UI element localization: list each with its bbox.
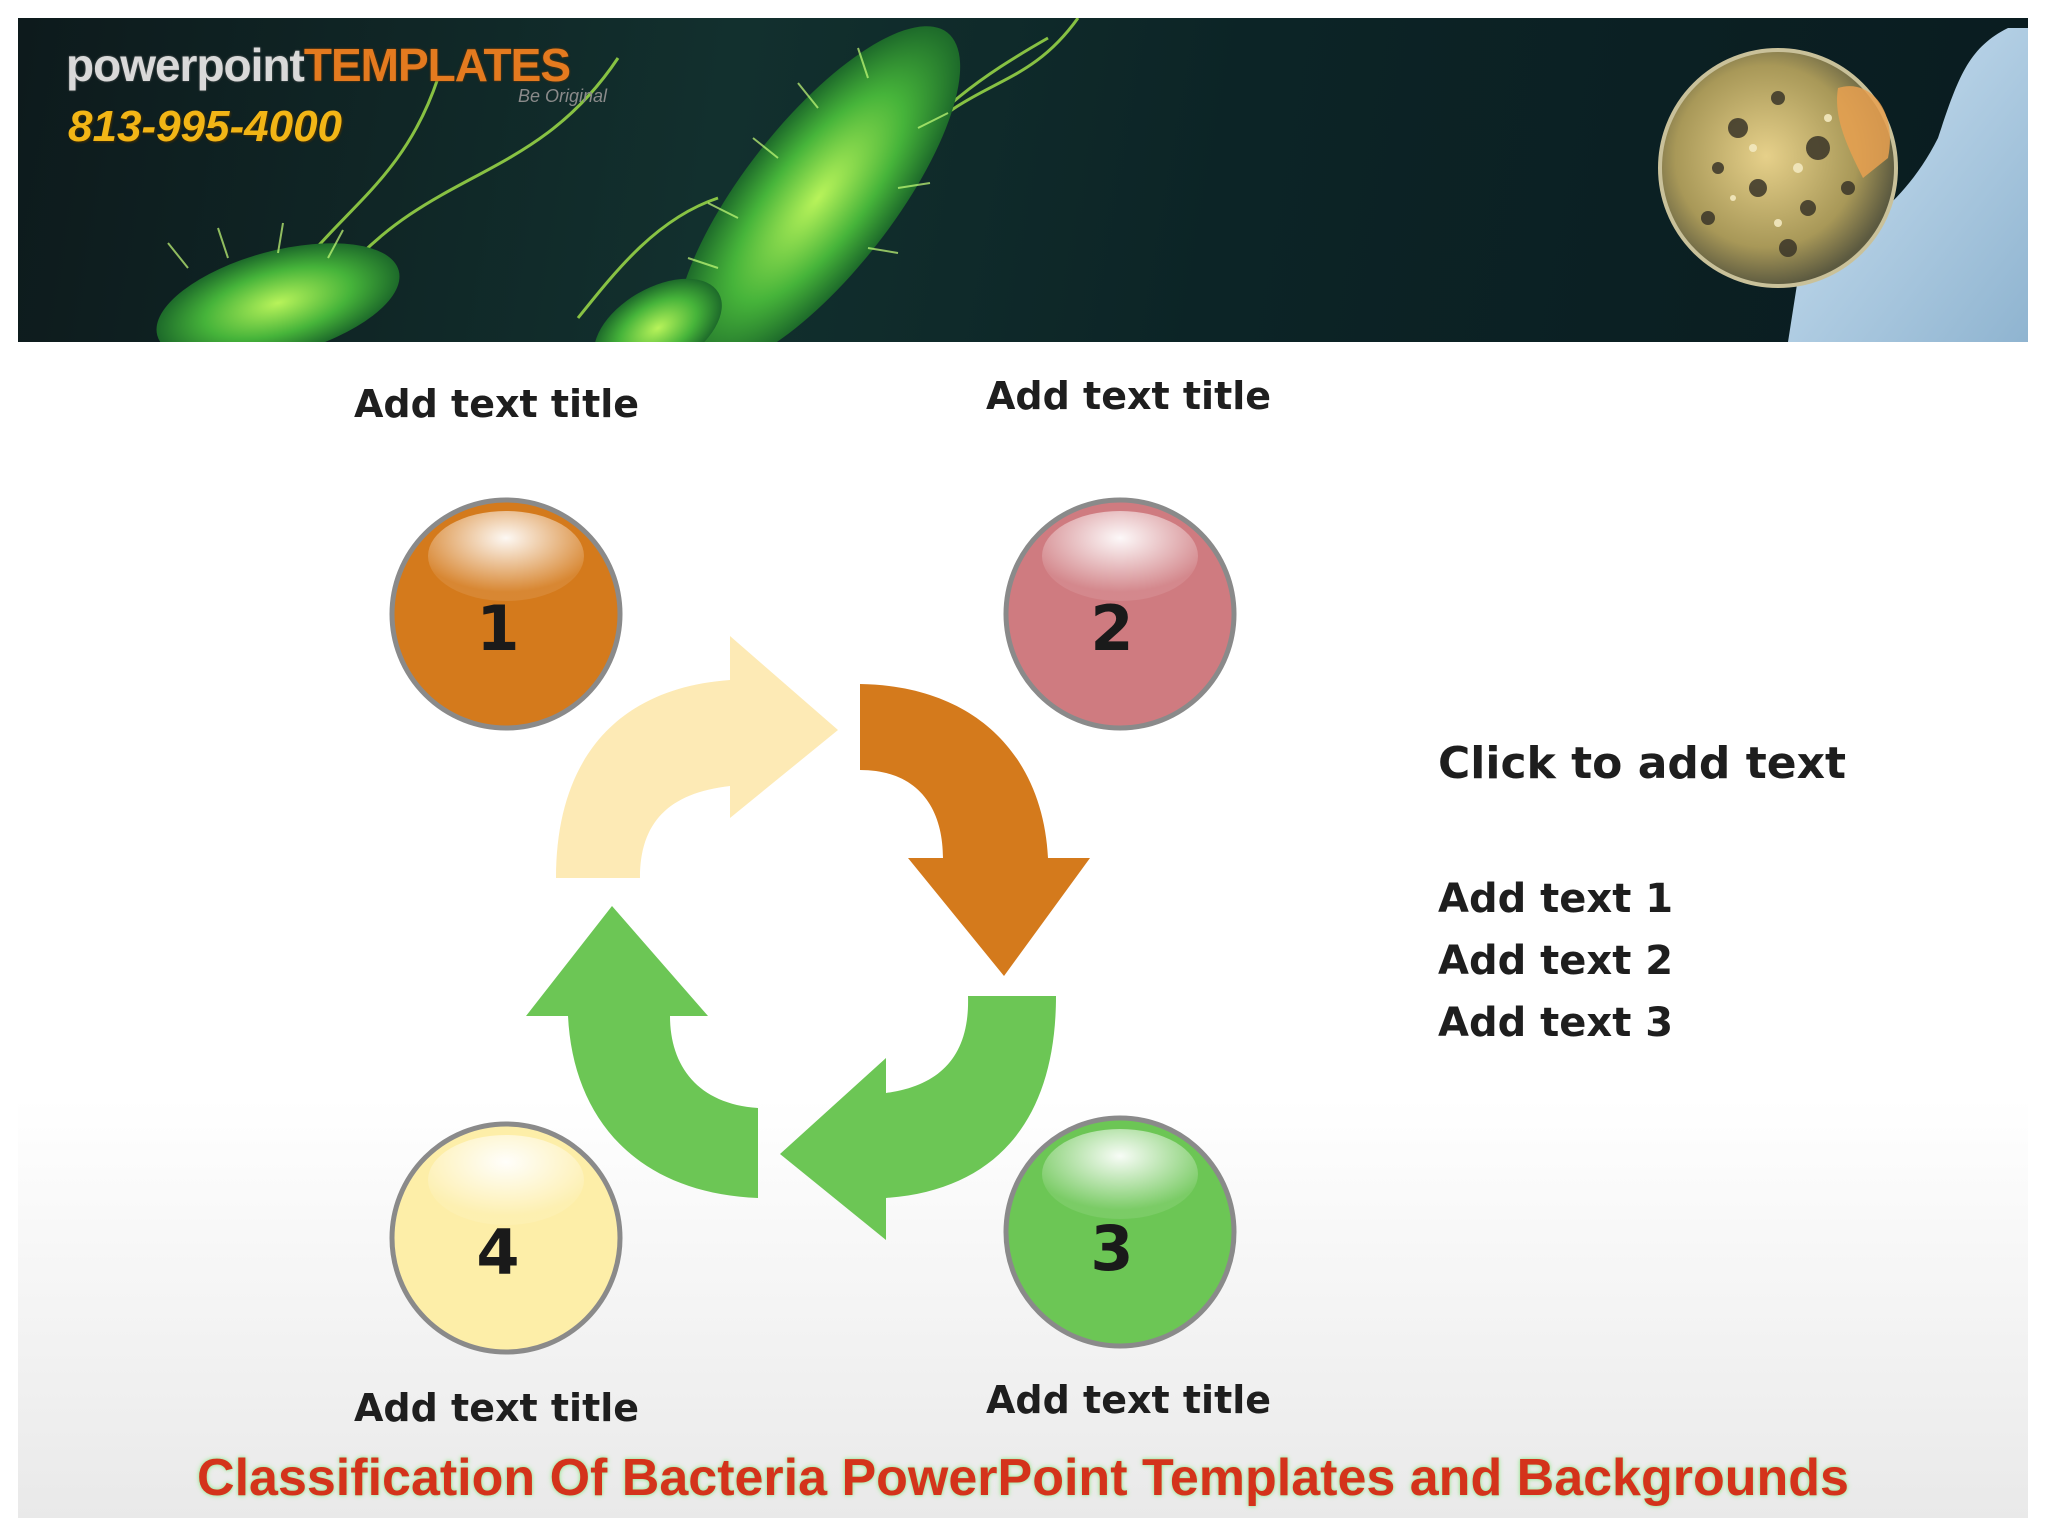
- brand-tagline: Be Original: [518, 86, 608, 106]
- cycle-arrow-bottom: [780, 996, 1056, 1240]
- textbox-item-1[interactable]: Add text 1: [1438, 876, 1674, 922]
- phone-number: 813-995-4000: [68, 102, 343, 151]
- cycle-arrow-left: [526, 906, 758, 1198]
- textbox-item-3[interactable]: Add text 3: [1438, 1000, 1674, 1046]
- cycle-diagram: 1 2 3 4: [389, 497, 1237, 1355]
- slide-footer-title: Classification Of Bacteria PowerPoint Te…: [197, 1449, 1849, 1507]
- step-circle-4: [389, 1121, 623, 1355]
- step-number-1: 1: [476, 592, 519, 665]
- step-circle-3: [1003, 1115, 1237, 1349]
- cycle-arrow-right: [860, 684, 1090, 976]
- step-circle-2: [1003, 497, 1237, 731]
- brand-logo: powerpointTEMPLATES: [66, 38, 571, 92]
- step-title-1: Add text title: [354, 382, 640, 426]
- slide: powerpointTEMPLATES Be Original 813-995-…: [18, 18, 2028, 1518]
- header-banner: powerpointTEMPLATES Be Original 813-995-…: [18, 18, 2028, 342]
- cycle-arrow-top-left: [556, 636, 838, 878]
- step-number-3: 3: [1090, 1212, 1133, 1285]
- step-number-4: 4: [476, 1216, 519, 1289]
- step-circle-1: [389, 497, 623, 731]
- textbox-heading[interactable]: Click to add text: [1438, 738, 1846, 789]
- bacteria-illustration: [156, 18, 2028, 342]
- brand-logo-part1: powerpoint: [66, 39, 305, 91]
- textbox-item-2[interactable]: Add text 2: [1438, 938, 1674, 984]
- brand-logo-part2: TEMPLATES: [303, 39, 571, 91]
- step-number-2: 2: [1090, 592, 1133, 665]
- step-title-4: Add text title: [354, 1386, 640, 1430]
- step-title-2: Add text title: [986, 374, 1272, 418]
- step-title-3: Add text title: [986, 1378, 1272, 1422]
